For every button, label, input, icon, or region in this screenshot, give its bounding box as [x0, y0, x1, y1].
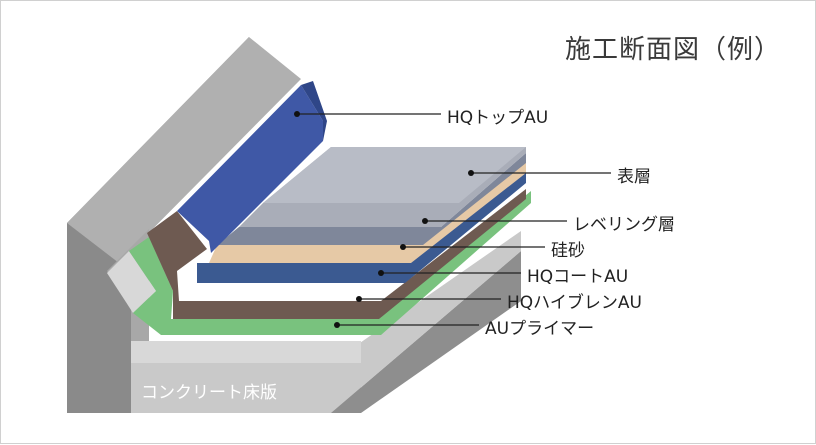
primer-layer — [129, 191, 531, 335]
hq-top-layer-edge — [301, 81, 327, 141]
dot-hq-top — [294, 111, 300, 117]
hq-top-layer — [177, 85, 323, 253]
dot-sand — [400, 244, 406, 250]
leader-lines — [297, 113, 611, 326]
label-sand: 硅砂 — [551, 241, 585, 261]
leader-dots — [294, 111, 474, 328]
label-hq-top: HQトップAU — [447, 108, 549, 128]
concrete-floor-top — [131, 231, 521, 413]
label-surface: 表層 — [617, 167, 651, 187]
diagram-title: 施工断面図（例） — [564, 35, 781, 65]
label-leveling: レベリング層 — [573, 215, 675, 235]
hq-coat-layer — [197, 171, 526, 283]
dot-surface — [468, 170, 474, 176]
concrete-wall-top — [67, 37, 301, 263]
concrete-notch — [107, 251, 156, 313]
label-primer: AUプライマー — [485, 319, 595, 339]
label-hq-hybrid: HQハイブレンAU — [507, 293, 642, 313]
dot-hq-hybrid — [356, 296, 362, 302]
label-concrete-floor: コンクリート床版 — [141, 383, 277, 403]
dot-primer — [334, 322, 340, 328]
dot-hq-coat — [378, 270, 384, 276]
dot-leveling — [422, 218, 428, 224]
surface-layer-top — [263, 147, 526, 203]
leveling-layer — [217, 153, 526, 245]
concrete-floor-front — [131, 341, 361, 363]
label-hq-coat: HQコートAU — [527, 267, 629, 287]
hq-hybrid-layer — [147, 189, 526, 319]
